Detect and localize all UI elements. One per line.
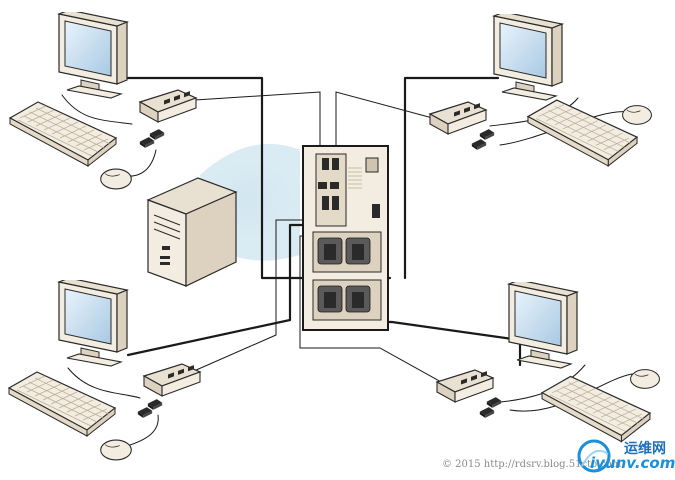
watermark-chinese-text: 运维网 <box>624 441 666 457</box>
monitor-icon <box>493 14 563 101</box>
copyright-caption: © 2015 http://rdsrv.blog.51cto.com <box>442 459 622 470</box>
usb-plug-icon <box>139 137 155 148</box>
kvm-switch-icon <box>302 145 389 331</box>
monitor-icon <box>58 280 128 367</box>
usb-hub-icon <box>143 363 201 397</box>
watermark-site-text: iyunv.com <box>590 454 675 472</box>
usb-plug-icon <box>149 129 165 140</box>
mouse-icon <box>622 105 652 125</box>
keyboard-icon <box>541 375 651 443</box>
mouse-icon <box>630 369 660 389</box>
mouse-icon <box>100 168 132 190</box>
mouse-icon <box>100 439 132 461</box>
server-tower-icon <box>146 177 238 287</box>
workstation-bottom-left <box>8 280 201 461</box>
usb-plug-icon <box>471 139 487 150</box>
keyboard-icon <box>8 371 116 437</box>
workstation-top-left <box>9 12 197 190</box>
keyboard-icon <box>9 101 117 167</box>
usb-plug-icon <box>479 129 495 140</box>
usb-hub-icon <box>139 89 197 123</box>
usb-plug-icon <box>137 407 153 418</box>
workstation-bottom-right <box>436 282 660 443</box>
usb-plug-icon <box>147 399 163 410</box>
watermark-logo-icon <box>577 439 611 473</box>
monitor-icon <box>58 12 128 99</box>
workstation-top-right <box>429 14 652 167</box>
usb-hub-icon <box>436 369 494 403</box>
usb-plug-icon <box>486 397 502 408</box>
usb-plug-icon <box>479 407 495 418</box>
usb-hub-icon <box>429 101 487 135</box>
